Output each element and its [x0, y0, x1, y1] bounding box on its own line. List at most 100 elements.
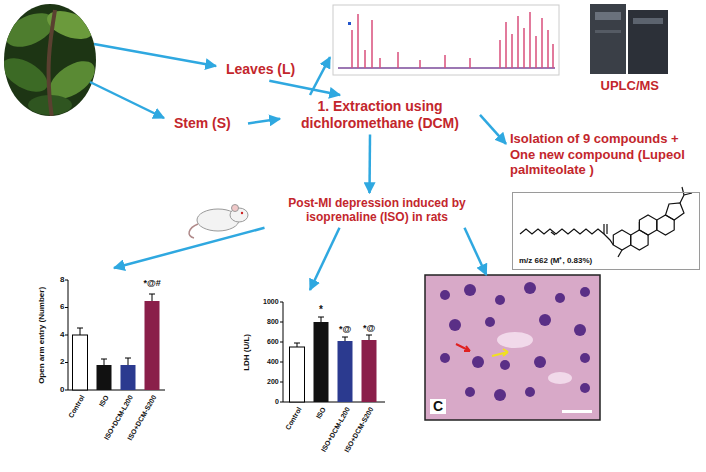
node-text: Stem (S) — [174, 115, 244, 132]
bar-chart: Open arm entry (Number)02468*@#ControlIS… — [30, 268, 170, 468]
photo-arrow — [90, 82, 164, 118]
chart-text: 6 — [60, 303, 64, 312]
uplc-instrument — [590, 4, 668, 74]
bar — [338, 341, 353, 402]
svg-circle — [580, 287, 590, 297]
error-bars — [77, 294, 155, 365]
chart-text: 0 — [60, 386, 64, 395]
carbonyl — [603, 224, 604, 234]
chart-axes — [65, 280, 165, 390]
svg-circle — [465, 387, 475, 397]
chart-text: ISO — [315, 406, 328, 420]
carbonyl — [606, 224, 607, 234]
instrument-panel — [595, 12, 621, 20]
double-bond — [551, 232, 555, 235]
svg-circle — [472, 356, 484, 368]
bar-chart: LDH (U/L)02004006008001000**@*@ControlIS… — [235, 290, 385, 470]
svg-circle — [485, 317, 495, 327]
bar — [290, 347, 305, 402]
tissue-ground — [425, 275, 600, 420]
bar — [362, 340, 377, 402]
node-text: Leaves (L) — [226, 61, 304, 78]
svg-circle — [524, 282, 536, 294]
svg-circle — [440, 353, 450, 363]
svg-circle — [574, 324, 586, 336]
photo-arrow — [94, 44, 216, 66]
chromatogram — [333, 5, 559, 75]
node-text: Isolation of 9 compounds + One new compo… — [510, 131, 698, 178]
svg-circle — [539, 314, 551, 326]
peaks — [352, 12, 553, 68]
histology-image — [425, 275, 600, 420]
svg-circle — [440, 290, 450, 300]
structure-box: m/z 662 (M⁺, 0.83%) — [512, 192, 700, 270]
chart-text: 4 — [60, 331, 64, 340]
error-bars — [294, 317, 372, 347]
bar — [97, 365, 112, 390]
chart-text: 0 — [275, 398, 279, 406]
plant-photo — [0, 0, 101, 120]
svg-circle — [449, 319, 461, 331]
fatty-chain — [520, 229, 613, 245]
ring — [666, 203, 685, 220]
node-text: Post-MI depression induced by isoprenali… — [256, 196, 498, 225]
methyl — [618, 250, 622, 257]
instrument-panel — [595, 30, 621, 33]
open-arm-chart — [65, 280, 165, 390]
chart-text: *@ — [363, 324, 375, 334]
isopropenyl — [680, 193, 692, 203]
source-label: Leaves (L) — [222, 58, 308, 81]
flow-arrow — [480, 115, 506, 144]
chart-text: 800 — [267, 318, 279, 326]
chart-text: 1000 — [263, 298, 279, 306]
chart-text: 8 — [60, 276, 64, 285]
marker-arrow — [492, 349, 508, 356]
histology-panel: C — [425, 275, 600, 420]
ldh-chart — [280, 302, 385, 402]
methyl — [639, 222, 640, 230]
process-step: 1. Extraction using dichloromethane (DCM… — [280, 95, 480, 135]
node-text: C — [430, 399, 446, 414]
svg-circle — [580, 353, 590, 363]
stem-branch — [49, 10, 55, 118]
marker-arrow — [456, 344, 470, 351]
chart-text: *@ — [339, 325, 351, 335]
baseline — [338, 67, 555, 69]
flow-arrow — [269, 81, 340, 95]
instrument-body — [628, 10, 668, 74]
node-text: m/z 662 (M⁺, 0.83%) — [519, 257, 592, 266]
rat-icon — [189, 205, 248, 239]
svg-circle — [580, 383, 590, 393]
bar — [73, 335, 88, 390]
ring — [639, 215, 656, 235]
isopropenyl — [682, 187, 684, 195]
chart-text: *@# — [144, 279, 161, 289]
ring — [613, 230, 630, 250]
svg-circle — [464, 284, 476, 296]
flow-arrow — [248, 119, 280, 124]
svg-circle — [555, 293, 565, 303]
source-label: Stem (S) — [170, 112, 248, 135]
chart-text: ISO — [98, 394, 111, 408]
svg-circle — [494, 389, 506, 401]
flow-arrow — [310, 228, 340, 290]
peak-mark — [348, 22, 351, 25]
flow-arrow — [114, 228, 265, 268]
node-text: 1. Extraction using dichloromethane (DCM… — [284, 98, 476, 132]
scale-bar — [562, 410, 592, 413]
leaf — [0, 51, 53, 99]
flow-arrow — [310, 57, 330, 95]
bar — [145, 301, 160, 390]
vessel — [497, 332, 533, 348]
flow-arrow — [368, 135, 371, 193]
node-text: UPLC/MS — [601, 79, 660, 93]
bar — [121, 365, 136, 390]
vessel — [548, 372, 572, 384]
model-step: Post-MI depression induced by isoprenali… — [252, 193, 502, 228]
isolation-step: Isolation of 9 compounds + One new compo… — [506, 128, 702, 181]
chart-text: * — [319, 304, 323, 315]
chart-text: 2 — [60, 358, 64, 367]
chart-text: 400 — [267, 358, 279, 366]
flow-arrow — [465, 228, 487, 275]
chart-text: LDH (U/L) — [243, 333, 252, 370]
